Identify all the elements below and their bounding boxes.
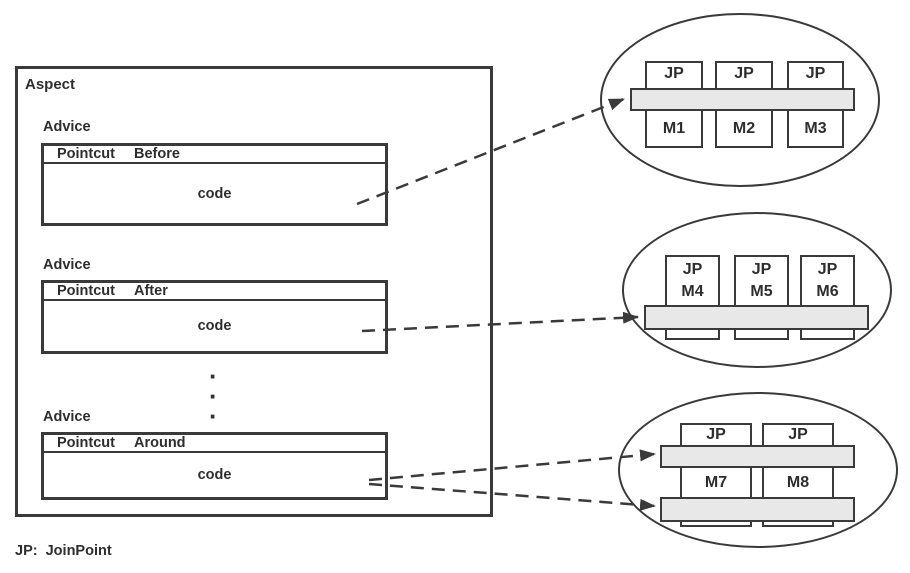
advice-code-around: code: [197, 467, 232, 483]
woven-advice-bar-before: [630, 88, 855, 111]
pointcut-keyword: Pointcut: [57, 283, 115, 299]
pointcut-header-around: Pointcut Around: [44, 435, 385, 453]
jp-label: JP: [817, 261, 838, 278]
advice-code-before: code: [197, 185, 232, 202]
joinpoint-group-after: JP JP JP M4 M5 M6: [622, 212, 892, 368]
method-label-m7: M7: [704, 473, 728, 491]
jp-label: JP: [664, 65, 684, 82]
jp-label: JP: [706, 425, 726, 443]
more-advices-dot: ·: [209, 381, 218, 411]
advice-label-after: Advice: [43, 257, 91, 273]
joinpoint-group-before: JP JP JP M1 M2 M3: [600, 13, 880, 187]
advice-label-before: Advice: [43, 119, 91, 135]
pointcut-header-after: Pointcut After: [44, 283, 385, 301]
jp-label: JP: [734, 65, 754, 82]
method-label-m8: M8: [786, 473, 810, 491]
pointcut-keyword: Pointcut: [57, 146, 115, 162]
advice-box-around: Pointcut Around code: [41, 432, 388, 500]
jp-label: JP: [788, 425, 808, 443]
pointcut-type-around: Around: [134, 435, 186, 451]
method-label-m3: M3: [804, 120, 827, 137]
jp-label: JP: [805, 65, 826, 82]
woven-advice-bar-after: [644, 305, 869, 330]
method-label-m2: M2: [732, 120, 756, 137]
pointcut-header-before: Pointcut Before: [44, 146, 385, 164]
advice-label-around: Advice: [43, 409, 91, 425]
advice-box-after: Pointcut After code: [41, 280, 388, 354]
method-label-m5: M5: [750, 283, 773, 300]
aspect-title: Aspect: [25, 76, 76, 93]
method-label-m1: M1: [662, 120, 686, 137]
pointcut-type-after: After: [134, 283, 168, 299]
method-label-m4: M4: [681, 283, 704, 300]
woven-advice-bar-around-top: [660, 445, 855, 468]
joinpoint-group-around: JP JP M7 M8: [618, 392, 898, 548]
pointcut-keyword: Pointcut: [57, 435, 115, 451]
jp-label: JP: [682, 261, 703, 278]
advice-code-after: code: [197, 318, 232, 334]
advice-box-before: Pointcut Before code: [41, 143, 388, 226]
legend-joinpoint: JP: JoinPoint: [15, 543, 112, 559]
more-advices-dot: ·: [209, 361, 218, 391]
jp-label: JP: [751, 261, 772, 278]
pointcut-type-before: Before: [134, 146, 180, 162]
woven-advice-bar-around-bottom: [660, 497, 855, 522]
method-label-m6: M6: [816, 283, 839, 300]
more-advices-dot: ·: [209, 401, 218, 431]
